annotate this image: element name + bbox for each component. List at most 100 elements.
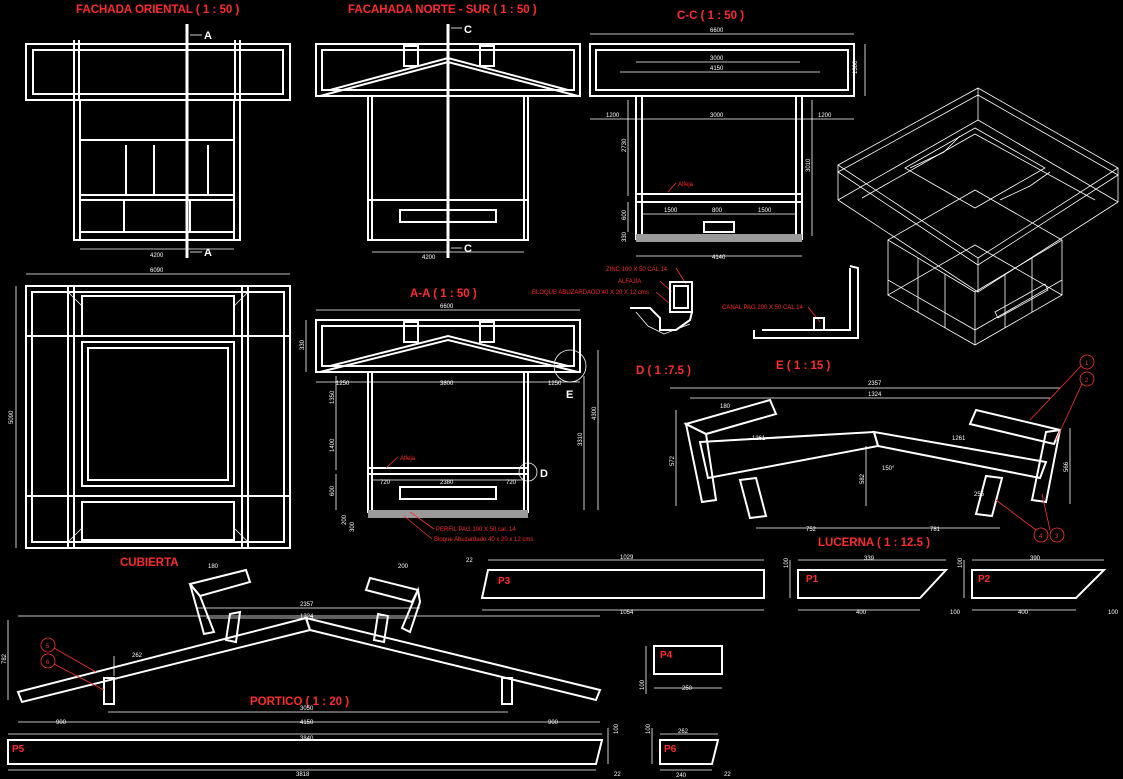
dim-cc-top: 6600 [710, 28, 724, 34]
view-fachada-norte-sur: FACAHADA NORTE - SUR ( 1 : 50 ) C C 4200 [315, 4, 581, 261]
dim-aa-3800: 3800 [440, 381, 454, 387]
callout-6: 6 [46, 660, 50, 666]
dim-p5-100: 100 [614, 723, 620, 734]
note-alfeja-aa: Alfeja [400, 456, 416, 462]
dim-cc-330: 330 [622, 231, 628, 242]
dim-aa-4300: 4300 [592, 406, 598, 420]
dim-p2-100b: 100 [1108, 610, 1119, 616]
dim-por-572: 572 [670, 455, 676, 466]
dim-p6-262: 262 [678, 729, 689, 735]
dim-cub-900-right: 900 [548, 720, 559, 726]
dim-fo-top: 6090 [150, 268, 164, 274]
dim-cc-1300: 1300 [853, 60, 859, 74]
dim-cc-3000-mid: 3000 [710, 113, 724, 119]
dim-fo-bottom: 4200 [150, 253, 164, 259]
dim-aa-300: 300 [350, 521, 356, 532]
dim-cub-3050: 3050 [300, 706, 314, 712]
callout-3: 3 [1055, 534, 1059, 540]
title-d: D ( 1 :7.5 ) [636, 365, 691, 377]
dim-p6-240: 240 [676, 773, 687, 779]
dim-p3-22: 22 [466, 558, 473, 564]
dim-aa-600: 600 [330, 485, 336, 496]
piece-p3: P3 22 1029 1054 [466, 555, 765, 616]
dim-por-582: 582 [860, 473, 866, 484]
dim-p5-3840: 3840 [300, 736, 314, 742]
dim-cc-1500-left: 1500 [664, 208, 678, 214]
callout-1: 1 [1085, 361, 1089, 367]
title-fachada-norte-sur: FACAHADA NORTE - SUR ( 1 : 50 ) [348, 4, 537, 16]
dim-p1-100b: 100 [950, 610, 961, 616]
view-isometric [837, 87, 1119, 346]
dim-fns-bottom: 4200 [422, 255, 436, 261]
dim-p2-100: 100 [958, 557, 964, 568]
note-zinc-d: ZINC 100 X 50 CAL 14 [606, 267, 668, 273]
piece-p3-label: P3 [498, 576, 511, 587]
dim-aa-200: 200 [342, 514, 348, 525]
dim-aa-1250-right: 1250 [548, 381, 562, 387]
section-mark-a-top: A [204, 30, 212, 42]
dim-p4-100: 100 [640, 679, 646, 690]
view-section-cc: C-C ( 1 : 50 ) 6600 3000 4150 1300 1200 … [589, 10, 866, 261]
dim-por-angle: 150° [882, 466, 895, 472]
dim-cub-200: 200 [398, 564, 409, 570]
view-fachada-oriental: FACHADA ORIENTAL ( 1 : 50 ) A A 4200 [25, 4, 291, 259]
title-fachada-oriental: FACHADA ORIENTAL ( 1 : 50 ) [76, 4, 240, 16]
dim-aa-3310: 3310 [578, 432, 584, 446]
view-plan: 6090 5090 [9, 268, 291, 549]
view-portico-detail: 2357 1324 180 1261 1261 572 582 150° 566… [670, 354, 1095, 543]
dim-por-255: 255 [974, 492, 985, 498]
dim-cub-782: 782 [2, 653, 8, 664]
piece-p6: P6 262 240 22 100 [646, 723, 731, 779]
note-canal-e: CANAL PAG 200 X 50 CAL 14 [722, 305, 803, 311]
dim-aa-1400: 1400 [330, 438, 336, 452]
dim-cc-1200-left: 1200 [606, 113, 620, 119]
dim-cc-800: 800 [712, 208, 723, 214]
dim-p5-22: 22 [614, 772, 621, 778]
dim-p3-1054: 1054 [620, 610, 634, 616]
callout-5: 5 [46, 644, 50, 650]
dim-p6-22: 22 [724, 772, 731, 778]
dim-cc-4150: 4150 [710, 66, 724, 72]
dim-por-180: 180 [720, 404, 731, 410]
callout-4: 4 [1039, 534, 1043, 540]
dim-p1-100: 100 [784, 557, 790, 568]
dim-fo-side: 5090 [9, 410, 15, 424]
dim-p2-400: 400 [1018, 610, 1029, 616]
dim-por-781: 781 [930, 527, 941, 533]
dim-aa-720-right: 720 [506, 480, 517, 486]
view-cubierta: CUBIERTA 180 200 2357 1324 262 782 5 6 P… [2, 557, 602, 726]
section-mark-c-bottom: C [464, 243, 472, 255]
dim-cub-900-left: 900 [56, 720, 67, 726]
dim-aa-330: 330 [300, 339, 306, 350]
view-detail-e: CANAL PAG 200 X 50 CAL 14 E ( 1 : 15 ) [722, 265, 859, 372]
section-mark-a-bottom: A [204, 247, 212, 259]
dim-aa-720-left: 720 [380, 480, 391, 486]
piece-p1: P1 100 339 400 100 [784, 556, 961, 616]
dim-aa-1250-left: 1250 [336, 381, 350, 387]
section-mark-e: E [566, 389, 573, 401]
dim-cub-180: 180 [208, 564, 219, 570]
note-perfil-aa: PERFIL PAG 100 X 50 cal. 14 [436, 527, 516, 533]
note-alfajia-d: ALFAJIA [618, 279, 641, 285]
dim-p5-3818: 3818 [296, 772, 310, 778]
piece-p1-label: P1 [806, 574, 819, 585]
dim-por-566: 566 [1064, 461, 1070, 472]
piece-p2-label: P2 [978, 574, 991, 585]
dim-cc-1200-right: 1200 [818, 113, 832, 119]
dim-cc-3000: 3000 [710, 56, 724, 62]
dim-por-752: 752 [806, 527, 817, 533]
dim-cc-600: 600 [622, 209, 628, 220]
title-e: E ( 1 : 15 ) [776, 360, 830, 372]
dim-cc-4140: 4140 [712, 255, 726, 261]
section-mark-d: D [540, 468, 548, 480]
piece-p6-label: P6 [664, 744, 677, 755]
piece-p5-label: P5 [12, 744, 25, 755]
note-bloque-aa: Bloque Abuzardado 40 x 20 x 12 cms [434, 537, 533, 543]
note-bloque-d: BLOQUE ABUZARDADO 40 X 20 X 12 cms [532, 290, 649, 296]
dim-p2-390: 390 [1030, 556, 1041, 562]
dim-aa-1350: 1350 [330, 390, 336, 404]
piece-p4-label: P4 [660, 650, 673, 661]
dim-cc-1500-right: 1500 [758, 208, 772, 214]
dim-cub-2357: 2357 [300, 602, 314, 608]
